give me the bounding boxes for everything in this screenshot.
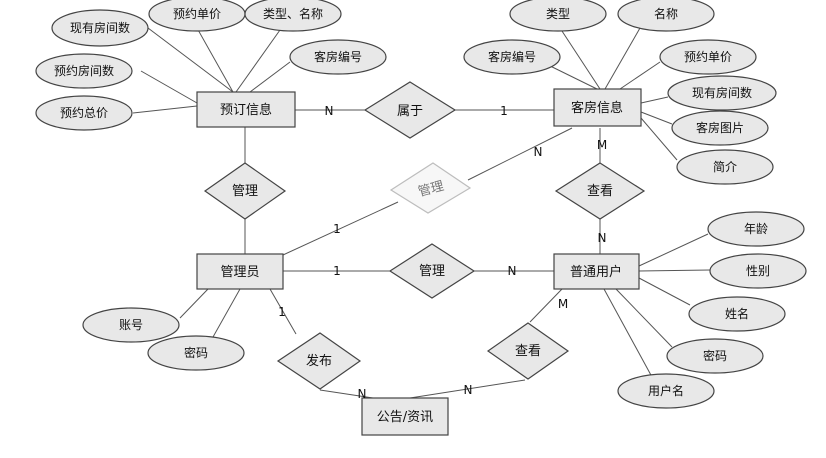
relation-label: 管理 [232,184,258,199]
cardinality-label: N [325,104,334,118]
user-notice-relation [486,322,570,380]
attribute-label: 预约房间数 [54,63,114,78]
attribute-label: 类型 [546,7,570,21]
attribute-label: 预约总价 [60,105,108,120]
cardinality-label: N [358,387,367,401]
admin-user-relation [388,243,476,299]
cardinality-label: N [534,145,543,159]
attribute-label: 账号 [119,318,143,332]
relation-label: 查看 [515,343,541,359]
attribute-ellipse [35,53,133,89]
attribute-ellipse [667,75,777,111]
attribute-ellipse [709,253,807,289]
cardinality-label: 1 [333,222,341,236]
cardinality-label: 1 [500,104,508,118]
attribute-label: 密码 [184,345,208,360]
attribute-ellipse [707,211,805,247]
attribute-label: 简介 [713,160,737,174]
cardinality-label: M [597,138,607,152]
attribute-label: 预约单价 [173,6,221,21]
attribute-label: 用户名 [648,383,684,398]
cardinality-label: N [598,231,607,245]
attribute-label: 名称 [654,6,678,21]
admin-entity [196,253,284,290]
attribute-ellipse [509,0,607,32]
connector-lines [132,27,711,399]
cardinality-label: M [558,297,568,311]
cardinality-label: 1 [278,305,286,319]
relation-label: 管理 [417,179,446,200]
attribute-label: 密码 [703,348,727,363]
relation-label: 查看 [587,183,613,199]
entity-label: 预订信息 [220,102,272,118]
cardinality-label: N [508,264,517,278]
relation-label: 管理 [419,264,445,279]
user-room-relation [554,162,646,220]
attribute-label: 年龄 [744,222,768,236]
attribute-ellipse [463,39,561,75]
attribute-label: 客房编号 [314,49,362,64]
admin-room-relation [389,162,472,214]
attribute-ellipse [676,149,774,185]
attribute-label: 现有房间数 [692,85,752,100]
attribute-ellipse [659,39,757,75]
attribute-label: 性别 [746,264,770,278]
belongs-relation [363,81,457,139]
attribute-label: 姓名 [725,306,749,321]
attribute-ellipse [289,39,387,75]
cardinality-label: N [464,383,473,397]
cardinalities: N 1 1 N M N 1 N 1 N N M [278,104,607,401]
admin-booking-relation [203,162,287,220]
attribute-label: 现有房间数 [70,20,130,35]
entity-label: 公告/资讯 [377,410,433,425]
attribute-ellipse [617,0,715,32]
relation-label: 发布 [306,353,332,369]
entity-label: 管理员 [220,265,259,280]
attribute-label: 客房编号 [488,49,536,64]
attribute-ellipse [617,373,715,409]
user-entity [553,253,640,290]
entity-label: 客房信息 [571,100,623,116]
booking-attributes: 现有房间数 预约单价 类型、名称 预约房间数 客房编号 预约总价 [35,0,387,131]
attribute-ellipse [51,9,149,47]
attribute-ellipse [82,307,180,343]
attribute-ellipse [666,338,764,374]
room-attributes: 类型 名称 客房编号 预约单价 现有房间数 客房图片 简介 [463,0,777,185]
notice-entity [361,397,449,436]
entity-label: 普通用户 [570,264,622,280]
admin-attributes: 账号 密码 [82,307,245,371]
booking-entity [196,91,296,128]
relationships: 属于 管理 管理 查看 管理 发布 查看 [203,81,646,390]
attribute-ellipse [35,95,133,131]
publish-relation [276,332,362,390]
attribute-ellipse [688,296,786,332]
attribute-label: 类型、名称 [263,6,323,21]
user-attributes: 年龄 性别 姓名 密码 用户名 [617,211,807,409]
entities: 预订信息 客房信息 管理员 普通用户 公告/资讯 [196,88,642,436]
relation-label: 属于 [397,104,423,119]
attribute-label: 预约单价 [684,49,732,64]
cardinality-label: 1 [333,264,341,278]
attribute-ellipse [147,335,245,371]
attribute-ellipse [244,0,342,32]
room-entity [553,88,642,127]
attribute-label: 客房图片 [696,120,744,135]
attribute-ellipse [671,110,769,146]
